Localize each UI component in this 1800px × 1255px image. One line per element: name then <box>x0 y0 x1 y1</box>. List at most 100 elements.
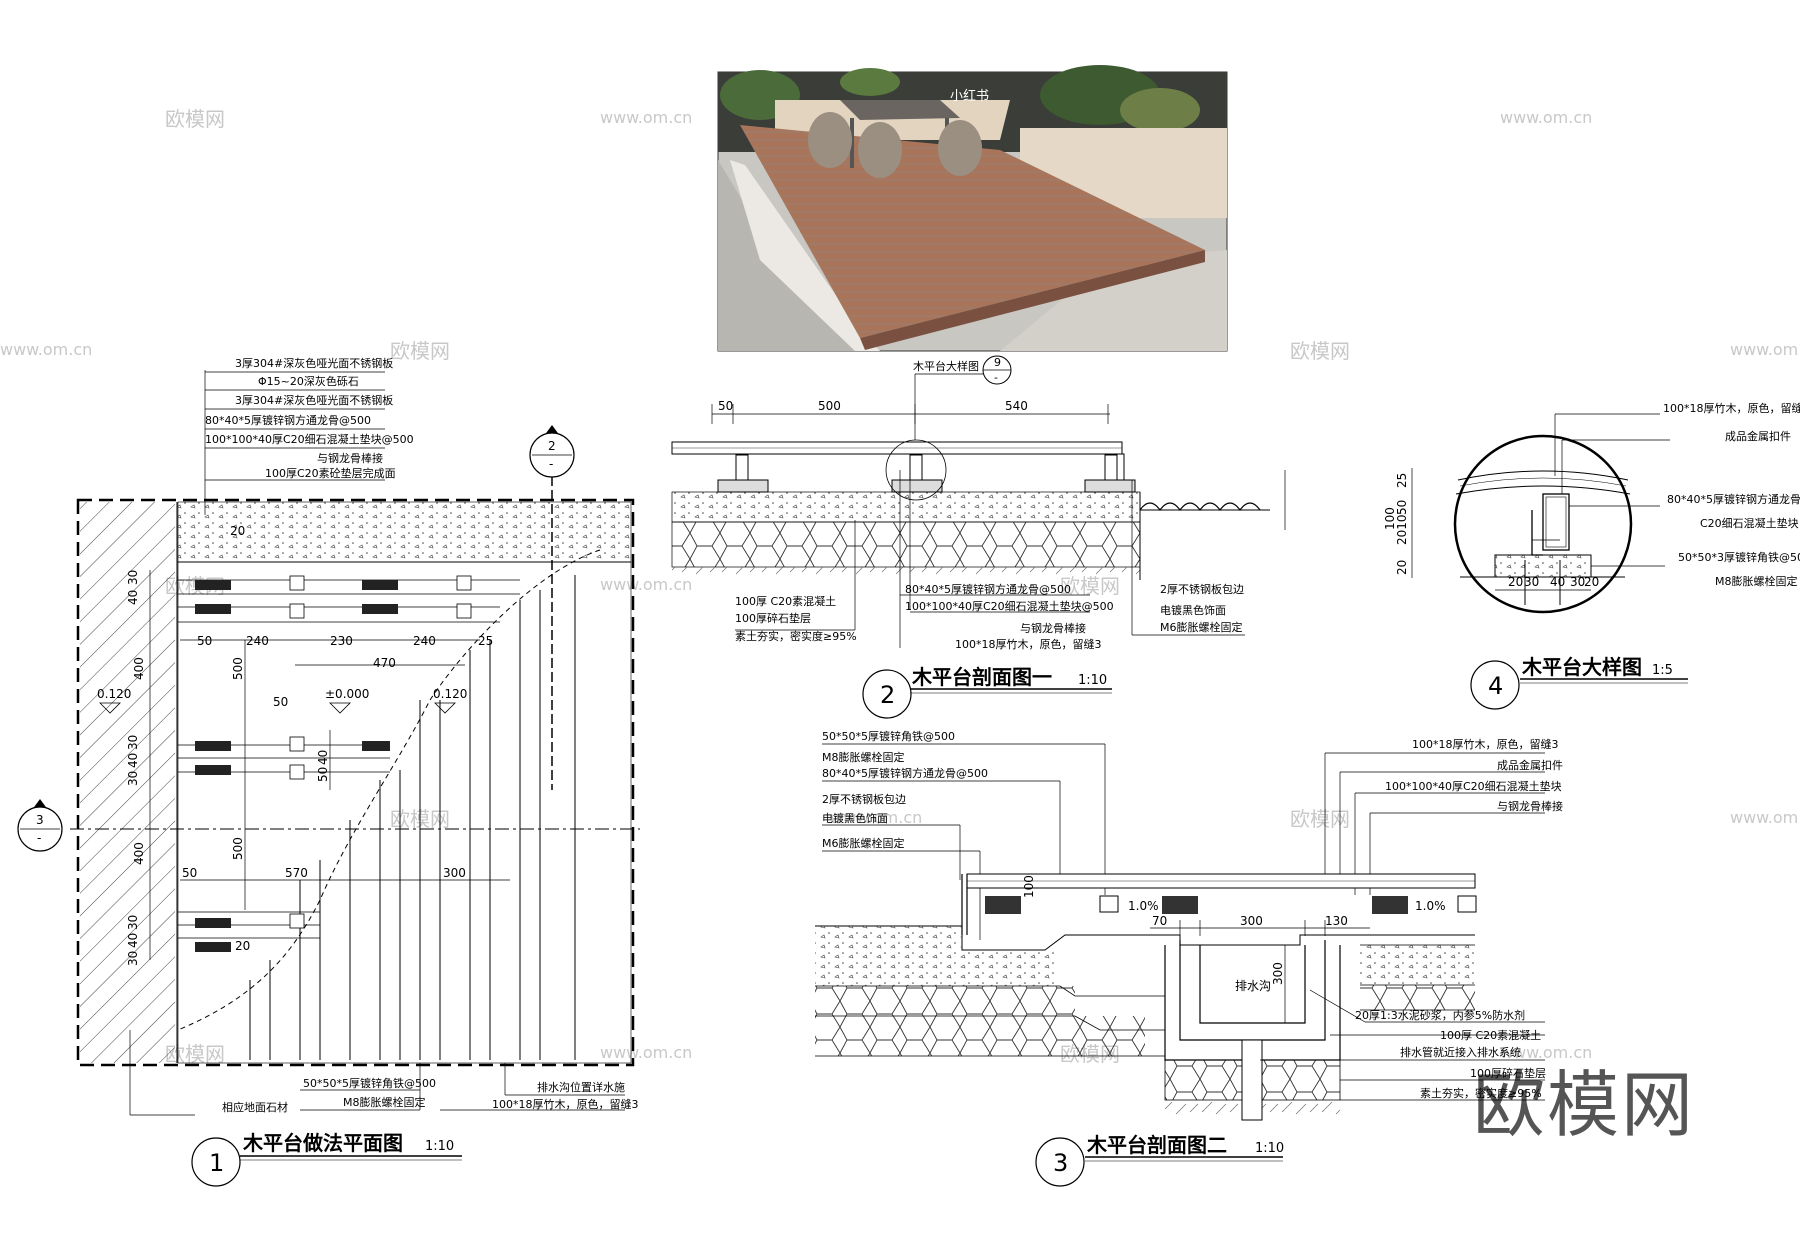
dim-label: 50 <box>316 767 330 782</box>
deck-photo: 小红书 <box>717 65 1228 352</box>
dim-label: 230 <box>330 634 353 648</box>
drawing-scale: 1:5 <box>1652 663 1673 678</box>
detail-ref-sheet: - <box>994 371 998 384</box>
dim-label: 20 <box>235 939 250 953</box>
plan-drawing: 20 30 40 400 30 40 30 400 30 40 30 50 24… <box>17 356 640 1187</box>
annotation: 100厚 C20素混凝土 <box>735 594 836 608</box>
annotation: 80*40*5厚镀锌钢方通龙骨@500 <box>822 766 988 780</box>
annotation: 100厚 C20素混凝土 <box>1440 1028 1541 1042</box>
section-callout-3[interactable]: 3 - <box>17 799 640 852</box>
dim-label: 50 <box>1395 500 1409 515</box>
watermark-url: www.om.cn <box>1730 808 1800 827</box>
callout-number: 3 <box>36 813 44 827</box>
dim-label: 50 <box>182 866 197 880</box>
annotation: M8膨胀螺栓固定 <box>822 750 905 764</box>
dim-label: 0.120 <box>97 687 131 701</box>
callout-sheet: - <box>549 457 553 471</box>
annotation: 2厚不锈钢板包边 <box>1160 582 1244 596</box>
annotation: 成品金属扣件 <box>1725 429 1791 443</box>
dim-label: 100 <box>1383 507 1397 530</box>
photo-source-tag: 小红书 <box>950 88 989 104</box>
annotation: 50*50*5厚镀锌角铁@500 <box>822 729 955 743</box>
dim-label: 470 <box>373 656 396 670</box>
dim-label: 20 <box>230 524 245 538</box>
annotation: 成品金属扣件 <box>1497 758 1563 772</box>
annotation: 与钢龙骨棒接 <box>317 451 383 465</box>
watermark-url: www.om.cn <box>830 808 922 827</box>
dim-label: 70 <box>1152 914 1167 928</box>
detail-ref-label: 木平台大样图 <box>913 359 979 373</box>
annotation: C20细石混凝土垫块 <box>1700 516 1799 530</box>
drawing-scale: 1:10 <box>1255 1141 1284 1156</box>
drain-label: 排水沟 <box>1235 979 1271 993</box>
dim-label: 130 <box>1325 914 1348 928</box>
annotation: 100*18厚竹木，原色，留缝3 <box>1663 401 1800 415</box>
annotation: 3厚304#深灰色哑光面不锈钢板 <box>235 393 393 407</box>
dim-label: 50 <box>718 399 733 413</box>
annotation: 素土夯实，密实度≥95% <box>1420 1086 1542 1100</box>
annotation: 2厚不锈钢板包边 <box>822 792 906 806</box>
drawing-scale: 1:10 <box>1078 673 1107 688</box>
annotation: 素土夯实，密实度≥95% <box>735 629 857 643</box>
dim-label: 20 <box>1395 560 1409 575</box>
annotation: 50*50*5厚镀锌角铁@500 <box>303 1076 436 1090</box>
dim-label: 25 <box>478 634 493 648</box>
drawing-number: 3 <box>1053 1149 1068 1177</box>
dim-label: 20 <box>1584 575 1599 589</box>
annotation: 100*18厚竹木，原色，留缝3 <box>492 1097 639 1111</box>
dim-label: 30 <box>126 570 140 585</box>
dim-label: 30 <box>1524 575 1539 589</box>
dim-label: 300 <box>1240 914 1263 928</box>
annotation: M8膨胀螺栓固定 <box>1715 574 1798 588</box>
section-callout-2[interactable]: 2 - <box>529 425 575 790</box>
drawing-number: 2 <box>880 681 895 709</box>
watermark-cn: 欧模网 <box>390 339 450 363</box>
dim-label: 50 <box>197 634 212 648</box>
annotation: 100厚碎石垫层 <box>1470 1066 1546 1080</box>
drawing-number: 4 <box>1488 672 1503 700</box>
dim-label: 25 <box>1395 473 1409 488</box>
annotation: 100*18厚竹木，原色，留缝3 <box>1412 737 1559 751</box>
watermark-cn: 欧模网 <box>1290 807 1350 831</box>
section-1-title-block: 2 木平台剖面图一 1:10 <box>862 665 1112 719</box>
dim-label: 0.120 <box>433 687 467 701</box>
annotation: 与钢龙骨棒接 <box>1020 621 1086 635</box>
annotation: 100*100*40厚C20细石混凝土垫块@500 <box>205 432 414 446</box>
annotation: 相应地面石材 <box>222 1100 288 1114</box>
dim-label: 500 <box>231 657 245 680</box>
dim-label: 30 <box>126 915 140 930</box>
annotation: 与钢龙骨棒接 <box>1497 799 1563 813</box>
drawing-title: 木平台剖面图二 <box>1086 1133 1227 1157</box>
section-2-title-block: 3 木平台剖面图二 1:10 <box>1035 1133 1284 1187</box>
dim-label: 30 <box>126 771 140 786</box>
drawing-title: 木平台剖面图一 <box>911 665 1052 689</box>
watermark-cn: 欧模网 <box>165 107 225 131</box>
detail-4-title-block: 4 木平台大样图 1:5 <box>1470 655 1688 710</box>
annotation: 20厚1:3水泥砂浆，内参5%防水剂 <box>1355 1008 1525 1022</box>
dim-label: 300 <box>1271 962 1285 985</box>
dim-label: 1.0% <box>1415 899 1446 913</box>
dim-label: ±0.000 <box>325 687 369 701</box>
annotation: 100厚碎石垫层 <box>735 611 811 625</box>
watermark-url: www.om.cn <box>0 340 92 359</box>
dim-label: 240 <box>246 634 269 648</box>
dim-label: 40 <box>126 590 140 605</box>
watermark-url: www.om.cn <box>1730 340 1800 359</box>
callout-sheet: - <box>37 831 41 845</box>
dim-label: 40 <box>126 933 140 948</box>
dim-label: 30 <box>1570 575 1585 589</box>
annotation: 80*40*5厚镀锌钢方通龙骨 <box>1667 492 1800 506</box>
watermark-url: www.om.cn <box>600 1043 692 1062</box>
dim-label: 2010 <box>1395 514 1409 545</box>
dim-label: 100 <box>1022 875 1036 898</box>
dim-label: 30 <box>126 951 140 966</box>
dim-label: 400 <box>132 842 146 865</box>
dim-label: 50 <box>273 695 288 709</box>
brand-watermark: 欧模网 <box>1473 1063 1695 1147</box>
annotation: Φ15~20深灰色砾石 <box>258 374 359 388</box>
dim-label: 500 <box>818 399 841 413</box>
watermark-url: www.om.cn <box>1500 1043 1592 1062</box>
drawing-number: 1 <box>209 1149 224 1177</box>
section-2-drawing: 50*50*5厚镀锌角铁@500 M8膨胀螺栓固定 80*40*5厚镀锌钢方通龙… <box>815 729 1563 1187</box>
